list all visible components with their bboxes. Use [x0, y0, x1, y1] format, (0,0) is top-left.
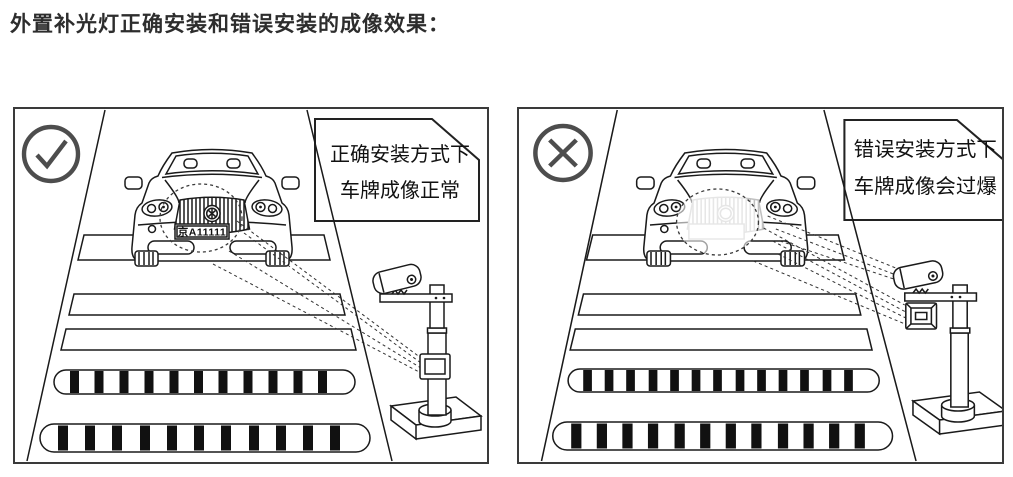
- base-sides: [912, 399, 1002, 436]
- road-edges: [540, 109, 917, 462]
- panel-correct-installation: 京A11111: [13, 107, 489, 464]
- fill-light: [419, 353, 451, 380]
- headrest: [696, 158, 712, 169]
- light-rays: [212, 220, 424, 375]
- side-mirror: [635, 176, 655, 190]
- headrest: [226, 158, 241, 169]
- induction-loop-strip: [39, 423, 371, 453]
- car-front-view: 京A11111: [124, 148, 300, 267]
- cowl-line: [674, 173, 777, 179]
- plate-area-dashed-ellipse: [159, 183, 243, 253]
- camera-arm: [904, 292, 978, 302]
- camera: [372, 263, 422, 295]
- pole-upper: [429, 284, 445, 329]
- pole-upper: [952, 284, 968, 329]
- induction-loop-strip: [53, 369, 356, 395]
- side-mirror: [124, 176, 143, 190]
- camera-bracket: [912, 287, 929, 295]
- check-circle-icon: [21, 124, 81, 184]
- pole-lower: [950, 332, 969, 408]
- road-stripes: [39, 234, 371, 453]
- crosswalk-stripe: [577, 293, 862, 316]
- hood-creases: [164, 179, 260, 204]
- callout-box: [843, 119, 1002, 221]
- cowl-line: [161, 173, 263, 179]
- camera-arm: [379, 293, 453, 303]
- arm-screw: [950, 295, 954, 299]
- windshield: [164, 152, 260, 175]
- camera: [892, 260, 944, 290]
- license-plate-number: 京A11111: [178, 226, 226, 239]
- crosswalk-stripe: [68, 293, 346, 316]
- induction-loop-strip: [552, 421, 894, 451]
- callout-wrong: 错误安装方式下 车牌成像会过爆: [843, 119, 1002, 221]
- arm-screw: [442, 296, 446, 300]
- light-rays: [753, 215, 911, 327]
- callout-correct: 正确安装方式下 车牌成像正常: [314, 118, 480, 222]
- crosswalk-stripe: [569, 328, 874, 351]
- callout-line1: 错误安装方式下: [854, 138, 997, 161]
- induction-loop-strip: [567, 368, 880, 393]
- tow-hook: [147, 224, 157, 234]
- page-title: 外置补光灯正确安装和错误安装的成像效果：: [10, 13, 450, 36]
- callout-line1: 正确安装方式下: [330, 143, 470, 166]
- wheels: [646, 250, 806, 267]
- panel-wrong-installation: 错误安装方式下 车牌成像会过爆: [517, 107, 1004, 464]
- arm-screw: [958, 295, 962, 299]
- plate-area-dashed-ellipse: [675, 188, 760, 256]
- headlights: [653, 199, 799, 217]
- callout-line2: 车牌成像正常: [340, 179, 460, 202]
- windshield: [677, 152, 775, 175]
- callout-line2: 车牌成像会过爆: [854, 175, 997, 198]
- headrest: [740, 158, 756, 169]
- arm-screw: [434, 296, 438, 300]
- overexposure-glow: [676, 189, 759, 255]
- camera-pole-assembly: [372, 263, 483, 441]
- road-stripes: [552, 234, 894, 451]
- side-mirror: [796, 176, 816, 190]
- fill-light-at-camera: [905, 302, 938, 330]
- camera-pole-assembly: [892, 260, 1002, 436]
- license-plate: 京A11111: [174, 223, 230, 240]
- side-mirror: [281, 176, 300, 190]
- diagram-correct: 京A11111: [21, 109, 483, 462]
- tow-hook: [659, 224, 669, 234]
- headrest: [183, 158, 198, 169]
- crosswalk-stripe: [60, 328, 357, 351]
- road-edges: [26, 109, 393, 462]
- cross-circle-icon: [533, 123, 593, 183]
- bumper-intake: [229, 240, 277, 255]
- diagram-wrong: 错误安装方式下 车牌成像会过爆: [533, 109, 1002, 462]
- callout-box: [314, 118, 480, 222]
- headlights: [141, 199, 283, 217]
- brand-badge: [203, 204, 221, 223]
